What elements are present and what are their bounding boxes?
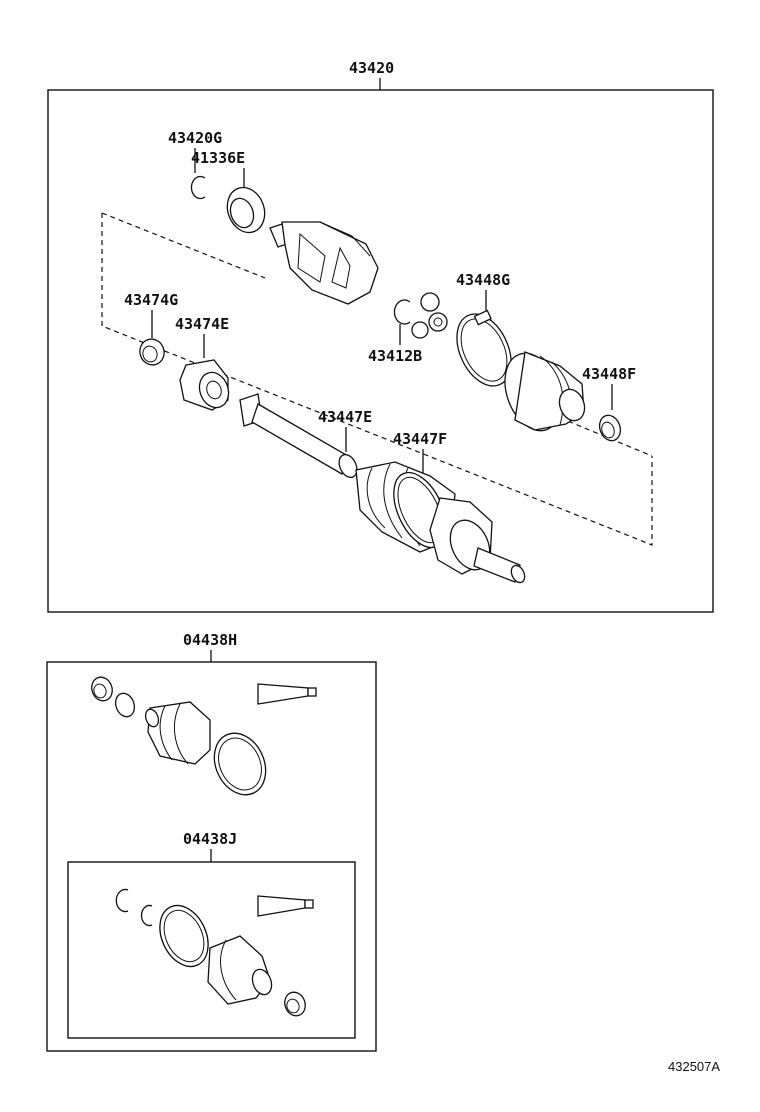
kit-j-snap-rings	[115, 888, 153, 927]
label-43448F: 43448F	[582, 365, 636, 383]
assembly-label: 43420	[349, 59, 394, 77]
kit-h-grease-tube	[257, 683, 317, 705]
kit-h-large-clamp	[213, 732, 267, 796]
inner-joint-housing	[269, 221, 379, 305]
label-43412B: 43412B	[368, 347, 422, 365]
snap-ring-43412B	[393, 299, 411, 325]
tripod-joint	[411, 292, 448, 339]
drive-shaft	[239, 393, 349, 475]
assembly-frame	[47, 89, 714, 613]
clamp-43474G	[139, 338, 165, 366]
boot-clamp-43448G	[456, 309, 512, 387]
label-43447F: 43447F	[393, 430, 447, 448]
illustration-ref: 432507A	[668, 1059, 720, 1074]
kit-inner-frame	[67, 861, 356, 1039]
label-43447E: 43447E	[318, 408, 372, 426]
subassembly-dashed-boundary	[101, 213, 653, 546]
joint-body-43474E	[179, 359, 230, 411]
shaft-clamp-43447E	[338, 453, 358, 479]
label-43420G: 43420G	[168, 129, 222, 147]
kit-outer-frame	[46, 661, 377, 1052]
kit-outer-label: 04438H	[183, 631, 237, 649]
label-43448G: 43448G	[456, 271, 510, 289]
snap-ring-43420G	[190, 175, 206, 200]
label-41336E: 41336E	[191, 149, 245, 167]
label-43474E: 43474E	[175, 315, 229, 333]
kit-j-small-clamp	[284, 991, 306, 1017]
inboard-boot	[504, 351, 586, 432]
outboard-joint	[429, 497, 526, 584]
kit-j-large-clamp	[159, 904, 209, 968]
kit-j-grease-tube	[257, 895, 314, 917]
boot-clamp-43448F	[598, 414, 622, 442]
kit-j-boot	[207, 935, 273, 1005]
kit-h-small-clamps	[91, 676, 136, 718]
label-43474G: 43474G	[124, 291, 178, 309]
kit-inner-label: 04438J	[183, 830, 237, 848]
kit-h-boot	[144, 701, 211, 765]
seal-41336E	[226, 186, 266, 234]
